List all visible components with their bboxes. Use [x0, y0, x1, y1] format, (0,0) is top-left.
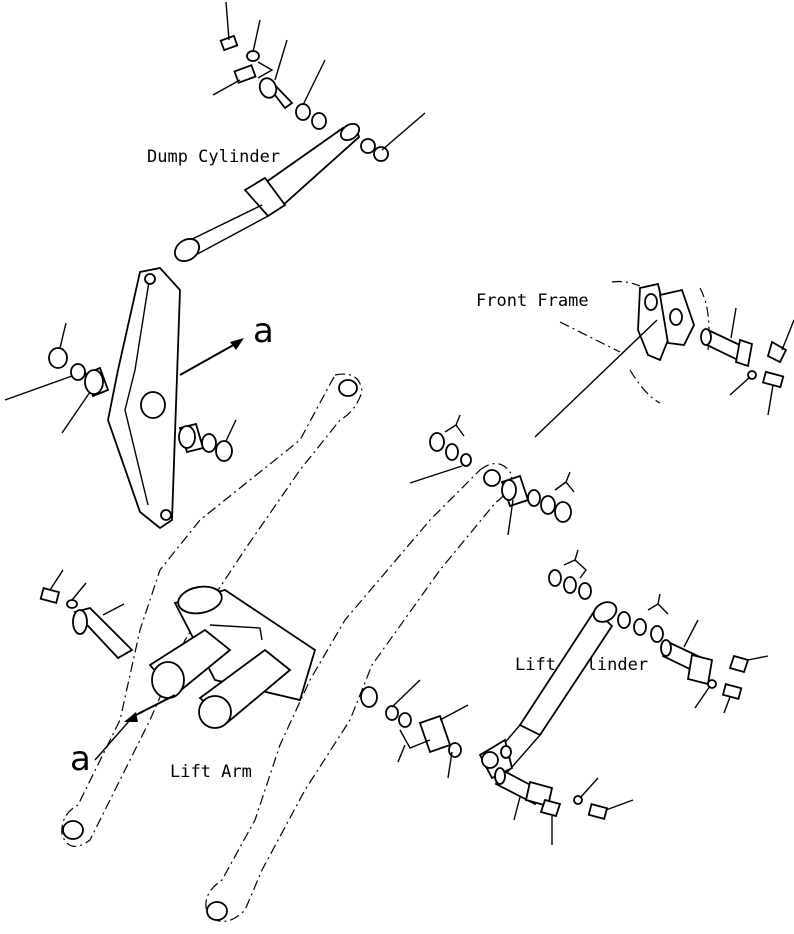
dump-cylinder-grease-fitting: [212, 64, 257, 96]
lift-arm: a Lift Arm: [61, 373, 513, 922]
lift-cylinder-assembly: Lift Cylinder: [385, 549, 769, 845]
ref-a-top: a: [253, 311, 274, 351]
lift-arm-label: Lift Arm: [170, 762, 252, 782]
dump-cylinder-seal: [360, 112, 426, 162]
lift-cylinder-bottom-pin: [385, 679, 634, 845]
dump-cylinder-assembly: Dump Cylinder: [147, 1, 426, 262]
dump-cylinder-washer: [246, 19, 261, 62]
lift-arm-pin: [39, 569, 134, 660]
dump-cylinder-bolt: [219, 1, 239, 52]
ref-a-bottom: a: [70, 739, 91, 779]
dump-cylinder-spacer: [295, 59, 327, 130]
lift-cylinder-washers-top: [548, 549, 592, 600]
lift-cylinder-washers-mid: [617, 593, 669, 643]
bellcrank-bushing-right: [178, 419, 237, 462]
lift-arm-upper-pin-hardware: [409, 414, 575, 536]
dump-cylinder-label: Dump Cylinder: [147, 147, 280, 167]
front-frame: Front Frame: [476, 280, 794, 438]
bellcrank: a: [107, 267, 274, 530]
bellcrank-bushing-left: [4, 322, 110, 434]
lift-cylinder-head-pin: [660, 619, 769, 714]
front-frame-label: Front Frame: [476, 291, 589, 311]
dump-cylinder-pin: [257, 39, 294, 110]
